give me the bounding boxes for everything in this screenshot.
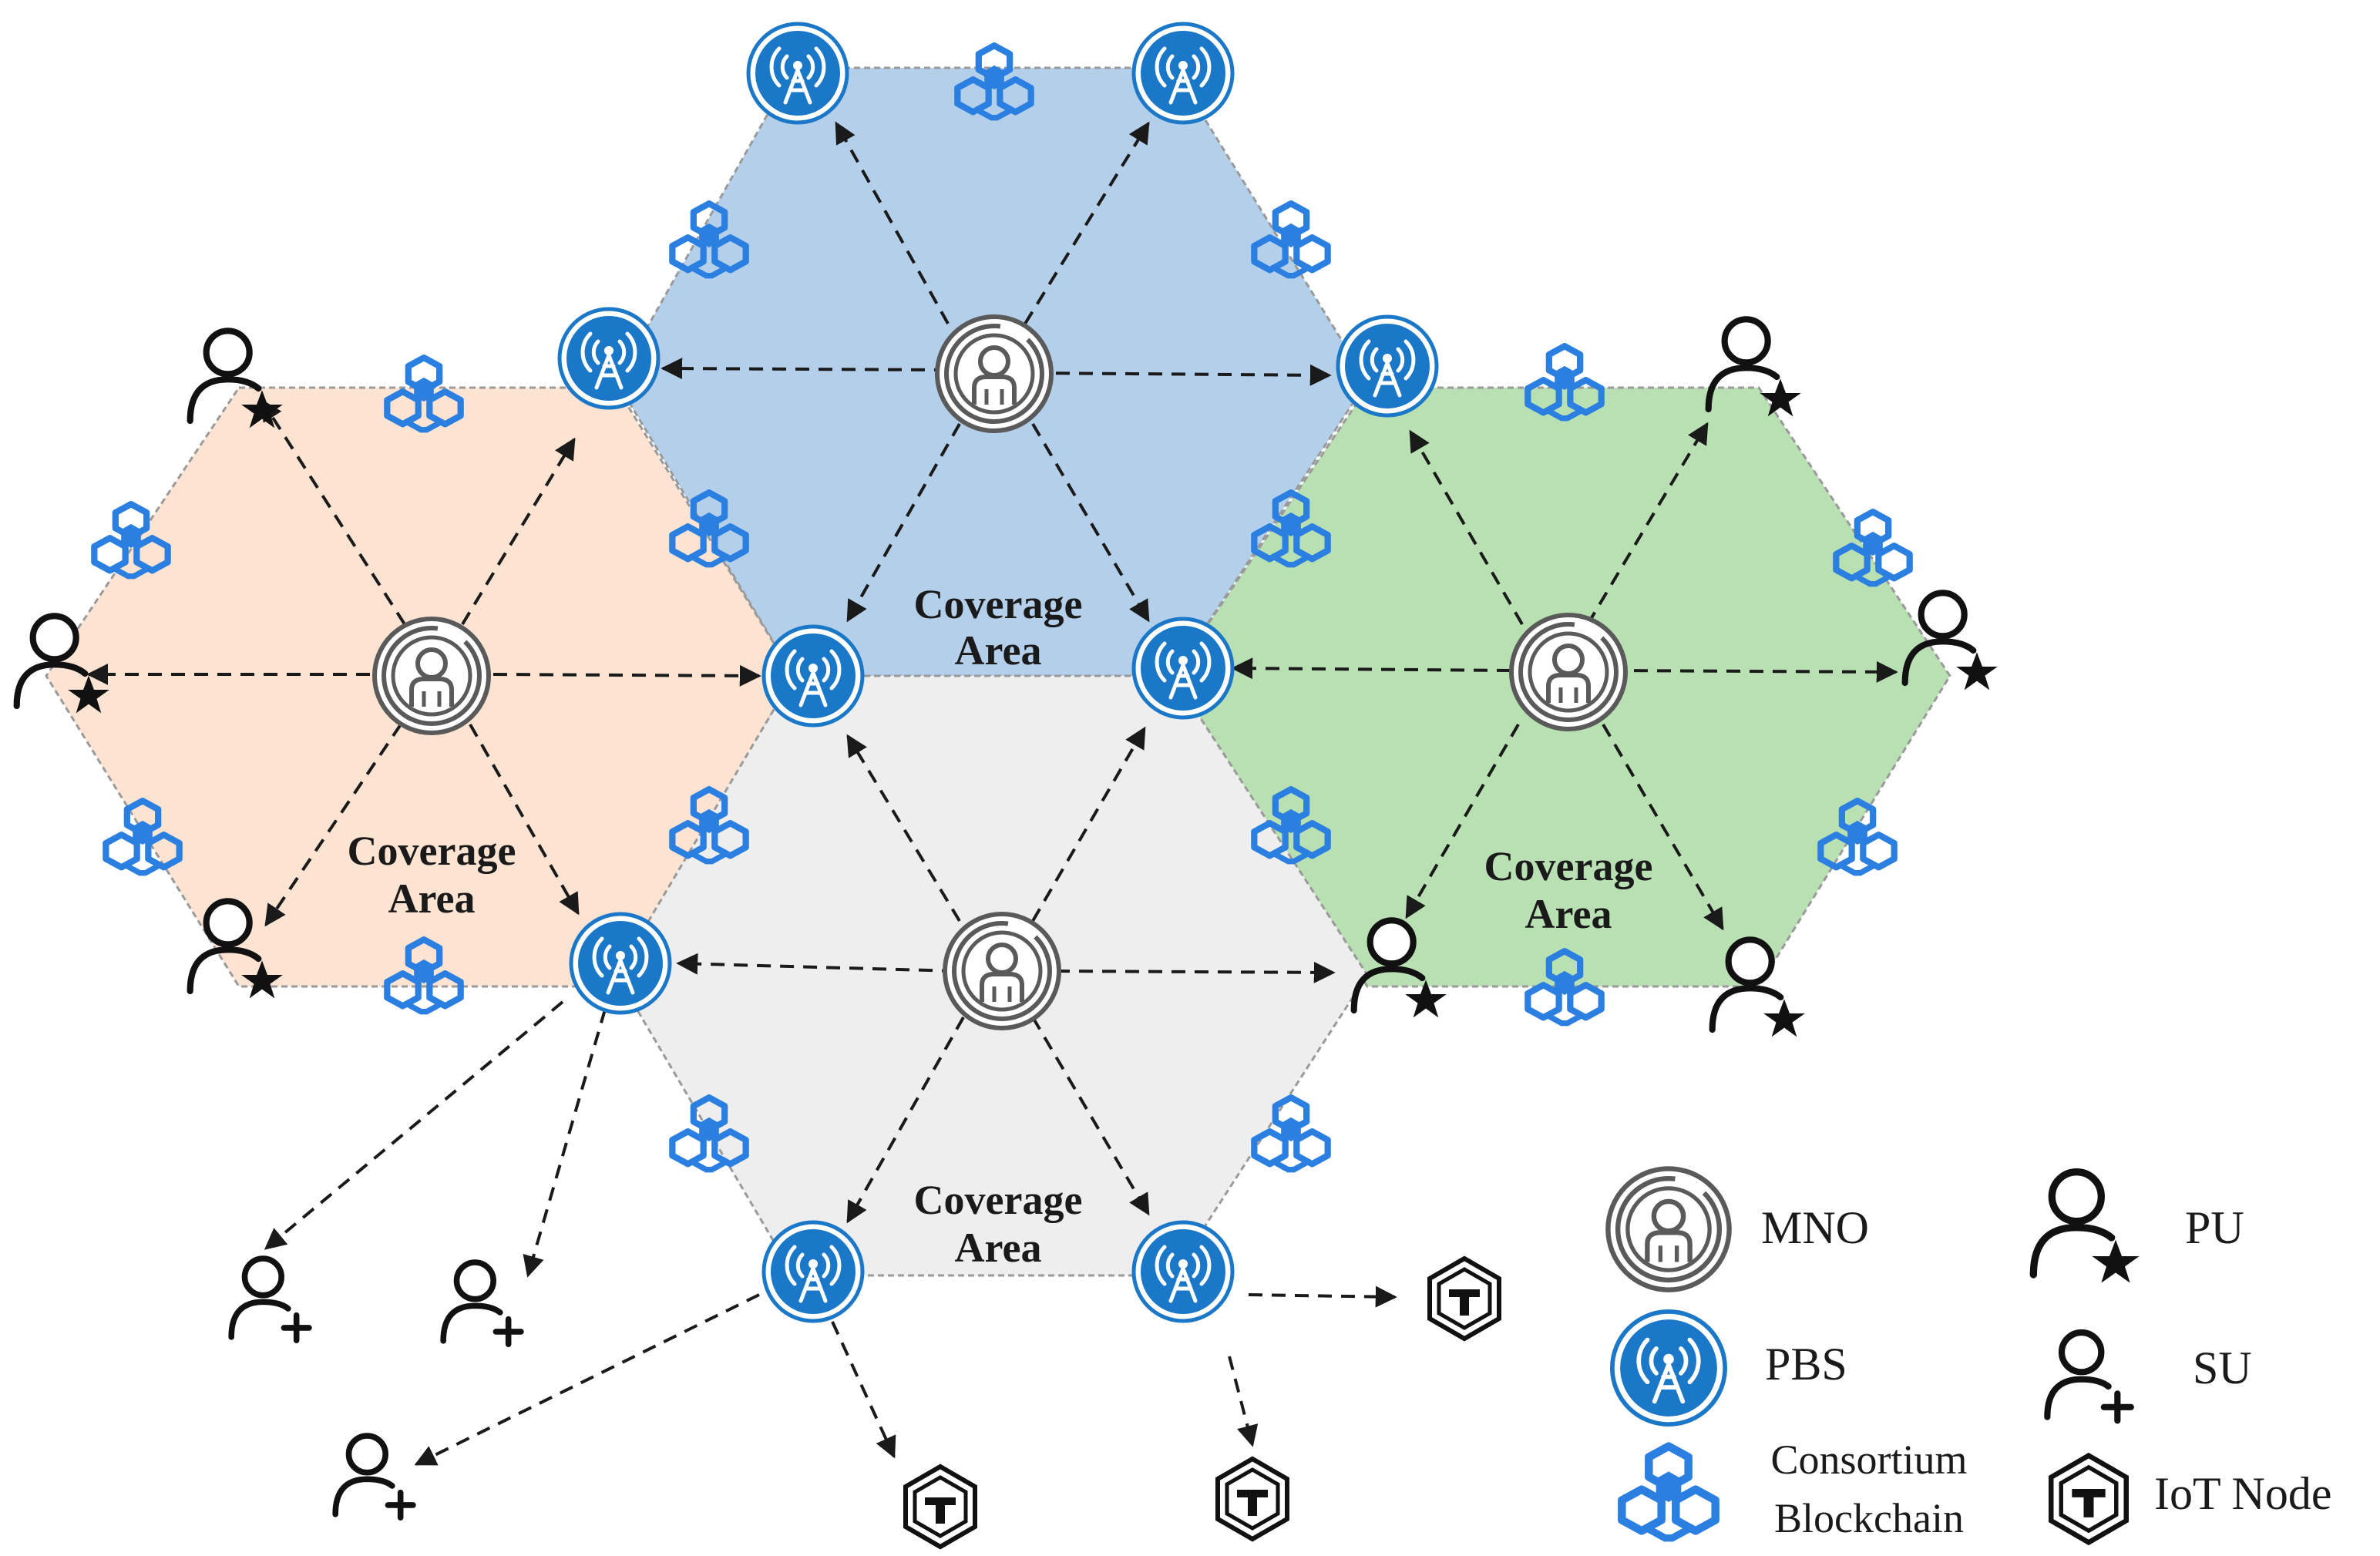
base-station-antenna-icon (748, 24, 847, 123)
arrow (1032, 364, 1332, 386)
mno-operator-icon (945, 914, 1059, 1028)
base-station-antenna-icon (764, 1222, 862, 1321)
legend-pu: PU (2185, 1202, 2244, 1253)
coverage-label-right-line1: Coverage (1484, 843, 1653, 889)
legend-pbs: PBS (1765, 1339, 1847, 1390)
coverage-label-top-line1: Coverage (914, 581, 1083, 627)
arrow (261, 398, 406, 626)
person-star-icon (2033, 1172, 2139, 1283)
person-plus-icon (335, 1436, 413, 1517)
arrow (1031, 1016, 1150, 1216)
arrow (414, 1293, 760, 1466)
base-station-antenna-icon (764, 627, 862, 725)
arrow (264, 723, 402, 927)
coverage-label-left-line1: Coverage (348, 828, 516, 874)
arrow (1405, 723, 1520, 919)
arrow (1602, 723, 1724, 931)
legend: MNO PBS Consortium Blockchain PU SU IoT … (1608, 1168, 2332, 1543)
arrow (846, 423, 961, 623)
arrow (1228, 1356, 1259, 1447)
base-station-antenna-icon (1338, 317, 1437, 415)
mno-operator-icon (937, 317, 1051, 431)
coverage-label-top-line2: Area (955, 627, 1042, 674)
arrow (1586, 422, 1709, 626)
mno-operator-icon (375, 619, 489, 733)
hexagon-node-icon (1430, 1259, 1499, 1339)
legend-mno: MNO (1761, 1202, 1869, 1253)
hexagon-node-icon (2051, 1456, 2126, 1543)
arrow (264, 1000, 564, 1250)
su-users (231, 1259, 521, 1517)
legend-blockchain-line2: Blockchain (1774, 1495, 1964, 1541)
arrow (1409, 429, 1524, 626)
legend-su: SU (2193, 1343, 2252, 1393)
coverage-labels: Coverage Area Coverage Area Coverage Are… (348, 581, 1653, 1271)
arrow (661, 358, 949, 380)
mno-operator-icon (1608, 1168, 1729, 1289)
hexagon-node-icon (906, 1467, 975, 1547)
base-station-antenna-icon (560, 309, 658, 408)
arrow (846, 1017, 965, 1224)
arrow (1031, 726, 1146, 923)
mno-operator-icon (1511, 615, 1625, 729)
cube-cluster-icon (1622, 1447, 1715, 1538)
person-plus-icon (2047, 1333, 2131, 1420)
arrow (1031, 422, 1150, 623)
arrow (461, 437, 576, 626)
arrow (676, 953, 956, 975)
hexagon-node-icon (1218, 1459, 1287, 1539)
arrow (1231, 657, 1511, 680)
arrow (469, 724, 580, 916)
coverage-label-bottom-line1: Coverage (914, 1177, 1083, 1223)
legend-iot: IoT Node (2154, 1468, 2332, 1519)
coverage-label-left-line2: Area (388, 875, 476, 922)
base-station-antenna-icon (1612, 1312, 1725, 1424)
arrow (1055, 961, 1336, 983)
base-station-antenna-icon (1134, 619, 1232, 718)
person-plus-icon (443, 1262, 521, 1344)
arrow (523, 1009, 607, 1278)
legend-blockchain-line1: Consortium (1770, 1437, 1967, 1483)
arrow (831, 1321, 896, 1459)
link-arrows (86, 121, 1898, 1466)
arrow (835, 121, 950, 324)
arrow (846, 734, 961, 923)
coverage-label-right-line2: Area (1525, 891, 1612, 937)
coverage-label-bottom-line2: Area (955, 1225, 1042, 1271)
arrow (492, 664, 761, 687)
person-plus-icon (231, 1259, 309, 1340)
arrow (1024, 121, 1150, 325)
arrow (1610, 660, 1898, 683)
base-station-antenna-icon (1134, 24, 1232, 123)
base-station-antenna-icon (1134, 1222, 1232, 1321)
arrow (1248, 1285, 1397, 1308)
base-station-antenna-icon (571, 914, 670, 1013)
